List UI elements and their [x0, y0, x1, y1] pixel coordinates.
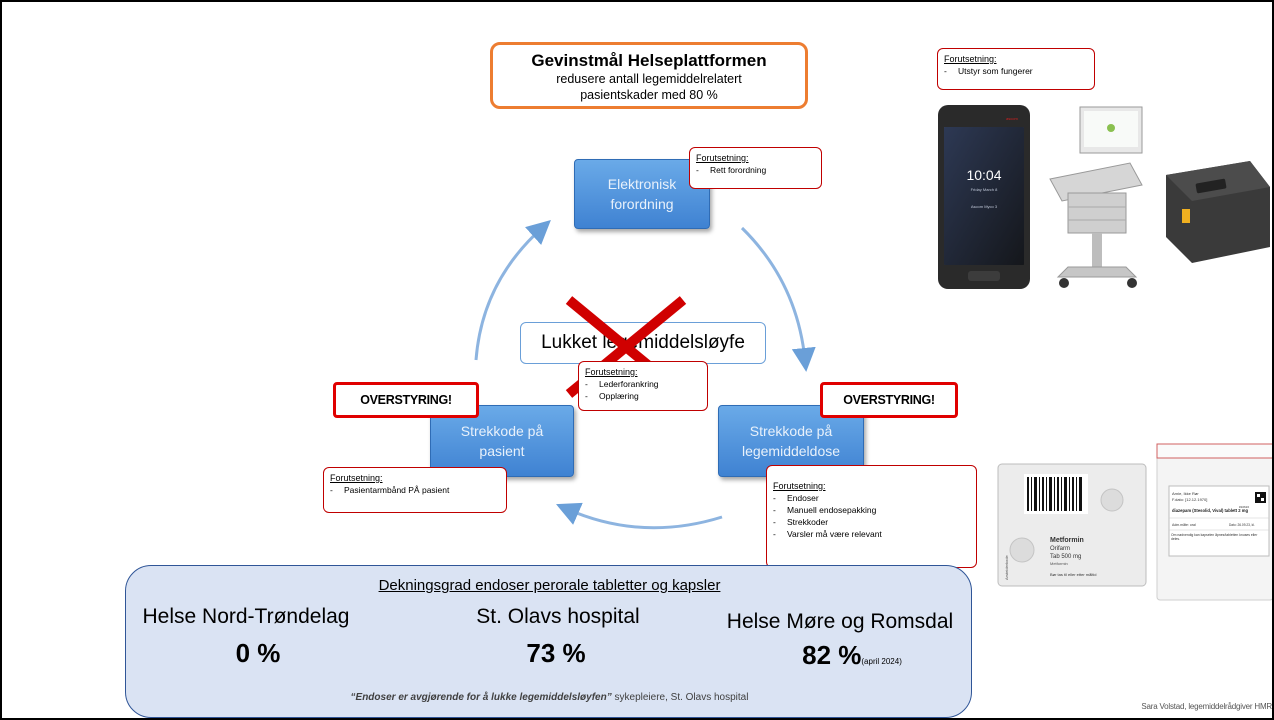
- coverage-quote-source: sykepleiere, St. Olavs hospital: [611, 692, 749, 703]
- note-dose-heading: Forutsetning:: [773, 481, 826, 491]
- coverage-site-value: 73 %: [526, 638, 586, 668]
- note-center-item: Lederforankring: [585, 378, 701, 390]
- note-center-heading: Forutsetning:: [585, 367, 638, 377]
- step-dose-line1: Strekkode på: [749, 423, 833, 439]
- goal-box: Gevinstmål Helseplattformen redusere ant…: [490, 42, 808, 109]
- package-maker: Orifarm: [1050, 546, 1070, 552]
- bag-date: Dato: 26.09.23, kl.: [1229, 523, 1255, 527]
- coverage-site-name: St. Olavs hospital: [476, 605, 640, 628]
- step-order-line1: Elektronisk: [607, 176, 677, 192]
- note-center: Forutsetning: Lederforankring Opplæring: [578, 361, 708, 411]
- note-patient: Forutsetning: Pasientarmbånd PÅ pasient: [323, 467, 507, 513]
- coverage-box: Dekningsgrad endoser perorale tabletter …: [125, 565, 972, 718]
- note-dose-item: Endoser: [773, 492, 970, 504]
- credit-text: Sara Volstad, legemiddelrådgiver HMR: [1141, 702, 1272, 711]
- medication-cart-icon: [1049, 106, 1143, 288]
- bag-admin: Adm.måte: oral: [1172, 523, 1196, 527]
- arrow-dose-to-patient: [556, 502, 723, 530]
- override-warning-right: OVERSTYRING!: [820, 382, 958, 418]
- package-side-label: Arsteiderkode: [1004, 555, 1009, 580]
- package-drug: Metformin: [1050, 537, 1084, 544]
- package-warning: Bør tas til eller etter måltid: [1050, 572, 1096, 577]
- coverage-title: Dekningsgrad endoser perorale tabletter …: [378, 577, 721, 594]
- phone-logo: ascom: [1006, 116, 1018, 121]
- bag-patient: Arnie, Ikke Rør: [1172, 491, 1199, 496]
- note-dose-item: Manuell endosepakking: [773, 504, 970, 516]
- arrow-patient-to-order: [474, 219, 551, 361]
- barcode-icon: [1024, 474, 1088, 514]
- coverage-site-name: Helse Nord-Trøndelag: [142, 605, 350, 628]
- coverage-site-note: (april 2024): [861, 657, 902, 666]
- step-order-line2: forordning: [610, 196, 674, 212]
- note-dose: Forutsetning: Endoser Manuell endosepakk…: [766, 465, 977, 568]
- note-patient-item: Pasientarmbånd PÅ pasient: [330, 484, 500, 496]
- qr-code-icon: [1255, 492, 1266, 503]
- phone-brand: Ascom Myco 3: [971, 204, 998, 209]
- note-order-item: Rett forordning: [696, 164, 815, 176]
- note-devices-heading: Forutsetning:: [944, 54, 997, 64]
- step-patient-line1: Strekkode på: [460, 423, 544, 439]
- label-printer-icon: [1166, 161, 1270, 263]
- medicine-bag-illustration: Arnie, Ikke Rør F.dato: [12.12.1970] #10…: [1156, 443, 1272, 601]
- goal-text-line1: redusere antall legemiddelrelatert: [556, 72, 742, 86]
- coverage-site-name: Helse Møre og Romsdal: [726, 610, 954, 633]
- bag-dob: F.dato: [12.12.1970]: [1172, 497, 1207, 502]
- override-warning-left: OVERSTYRING!: [333, 382, 479, 418]
- coverage-site-value: 0 %: [235, 638, 281, 668]
- smartphone-icon: 10:04 Friday March 8 Ascom Myco 3 ascom: [938, 105, 1030, 289]
- package-dose: Tab 500 mg: [1050, 554, 1081, 560]
- medicine-package-illustration: Metformin Orifarm Tab 500 mg Metformin B…: [997, 463, 1147, 587]
- note-dose-item: Strekkoder: [773, 516, 970, 528]
- phone-date: Friday March 8: [971, 187, 998, 192]
- goal-title: Gevinstmål Helseplattformen: [531, 51, 767, 70]
- step-patient-line2: pasient: [479, 443, 525, 459]
- package-substance: Metformin: [1050, 561, 1068, 566]
- coverage-site-value-group: 82 %(april 2024): [742, 640, 962, 671]
- note-devices-item: Utstyr som fungerer: [944, 65, 1088, 77]
- coverage-quote: “Endoser er avgjørende for å lukke legem…: [350, 692, 612, 703]
- note-devices: Forutsetning: Utstyr som fungerer: [937, 48, 1095, 90]
- bag-id: #10616: [1239, 505, 1249, 509]
- note-order: Forutsetning: Rett forordning: [689, 147, 822, 189]
- step-electronic-order: Elektronisk forordning: [574, 159, 710, 229]
- note-patient-heading: Forutsetning:: [330, 473, 383, 483]
- phone-time: 10:04: [966, 167, 1001, 183]
- note-dose-item: Varsler må være relevant: [773, 528, 970, 540]
- arrow-order-to-dose: [740, 226, 816, 372]
- step-dose-line2: legemiddeldose: [741, 443, 841, 459]
- bag-instruction: Om nødvendig kan kapselen åpnes/tablette…: [1171, 533, 1258, 542]
- goal-text-line2: pasientskader med 80 %: [580, 88, 718, 102]
- coverage-quote-line: “Endoser er avgjørende for å lukke legem…: [126, 692, 973, 703]
- coverage-site-value: 82 %: [802, 640, 862, 670]
- devices-illustration: 10:04 Friday March 8 Ascom Myco 3 ascom: [938, 105, 1270, 289]
- bag-drug: diazepam (Stesolid, Vival) tablett 2 mg: [1172, 508, 1248, 513]
- note-center-item: Opplæring: [585, 390, 701, 402]
- note-order-heading: Forutsetning:: [696, 153, 749, 163]
